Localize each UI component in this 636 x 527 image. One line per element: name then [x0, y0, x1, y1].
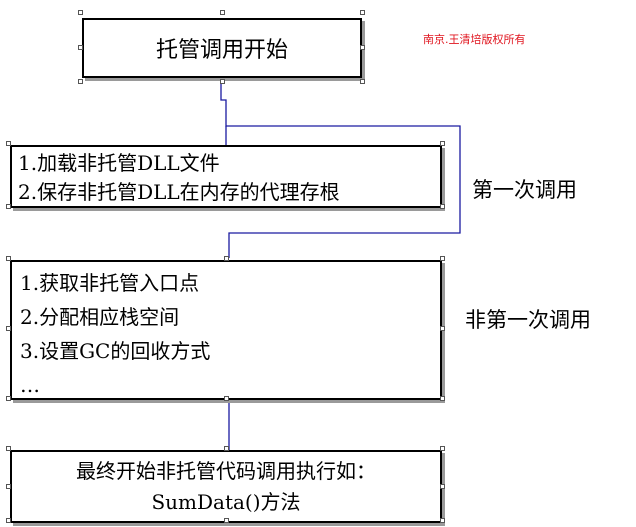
- copyright-watermark: 南京.王清培版权所有: [423, 33, 526, 46]
- resize-handle-bottom-mid[interactable]: [220, 79, 225, 84]
- resize-handle-mid-right[interactable]: [440, 484, 445, 489]
- resize-handle-bottom-left[interactable]: [78, 79, 83, 84]
- resize-handle-mid-left[interactable]: [6, 326, 11, 331]
- resize-handle-top-mid[interactable]: [224, 256, 229, 261]
- resize-handle-bottom-right[interactable]: [440, 396, 445, 401]
- resize-handle-mid-right[interactable]: [360, 45, 365, 50]
- final-box-line-1: 最终开始非托管代码调用执行如：: [76, 459, 376, 483]
- resize-handle-top-left[interactable]: [6, 256, 11, 261]
- final-box: 最终开始非托管代码调用执行如： SumData()方法: [10, 450, 442, 523]
- resize-handle-top-right[interactable]: [440, 256, 445, 261]
- first-call-step-2: 2.保存非托管DLL在内存的代理存根: [18, 180, 340, 204]
- resize-handle-mid-left[interactable]: [78, 45, 83, 50]
- resize-handle-top-mid[interactable]: [224, 446, 229, 451]
- subsequent-call-label: 非第一次调用: [465, 308, 591, 332]
- resize-handle-bottom-right[interactable]: [360, 79, 365, 84]
- resize-handle-mid-left[interactable]: [6, 484, 11, 489]
- subsequent-call-step-1: 1.获取非托管入口点: [20, 271, 200, 295]
- resize-handle-mid-right[interactable]: [440, 326, 445, 331]
- subsequent-call-box: 1.获取非托管入口点 2.分配相应栈空间 3.设置GC的回收方式 …: [10, 260, 442, 400]
- resize-handle-top-left[interactable]: [6, 141, 11, 146]
- resize-handle-top-right[interactable]: [440, 446, 445, 451]
- resize-handle-top-mid[interactable]: [220, 10, 225, 15]
- resize-handle-bottom-left[interactable]: [6, 518, 11, 523]
- first-call-label: 第一次调用: [472, 178, 577, 202]
- resize-handle-top-right[interactable]: [360, 10, 365, 15]
- final-box-line-2: SumData()方法: [151, 490, 301, 514]
- resize-handle-bottom-mid[interactable]: [224, 396, 229, 401]
- resize-handle-top-left[interactable]: [6, 446, 11, 451]
- resize-handle-bottom-right[interactable]: [440, 518, 445, 523]
- subsequent-call-step-2: 2.分配相应栈空间: [20, 305, 180, 329]
- connector-start-to-first: [220, 80, 461, 258]
- first-call-step-1: 1.加载非托管DLL文件: [18, 151, 220, 175]
- start-box: 托管调用开始: [82, 18, 362, 78]
- subsequent-call-step-3: 3.设置GC的回收方式: [20, 339, 211, 363]
- subsequent-call-ellipsis: …: [20, 373, 40, 397]
- resize-handle-bottom-left[interactable]: [6, 396, 11, 401]
- first-call-box: 1.加载非托管DLL文件 2.保存非托管DLL在内存的代理存根: [10, 145, 442, 208]
- resize-handle-bottom-right[interactable]: [440, 204, 445, 209]
- resize-handle-bottom-mid[interactable]: [224, 518, 229, 523]
- resize-handle-bottom-left[interactable]: [6, 204, 11, 209]
- resize-handle-top-right[interactable]: [440, 141, 445, 146]
- resize-handle-top-left[interactable]: [78, 10, 83, 15]
- start-box-text: 托管调用开始: [155, 38, 288, 63]
